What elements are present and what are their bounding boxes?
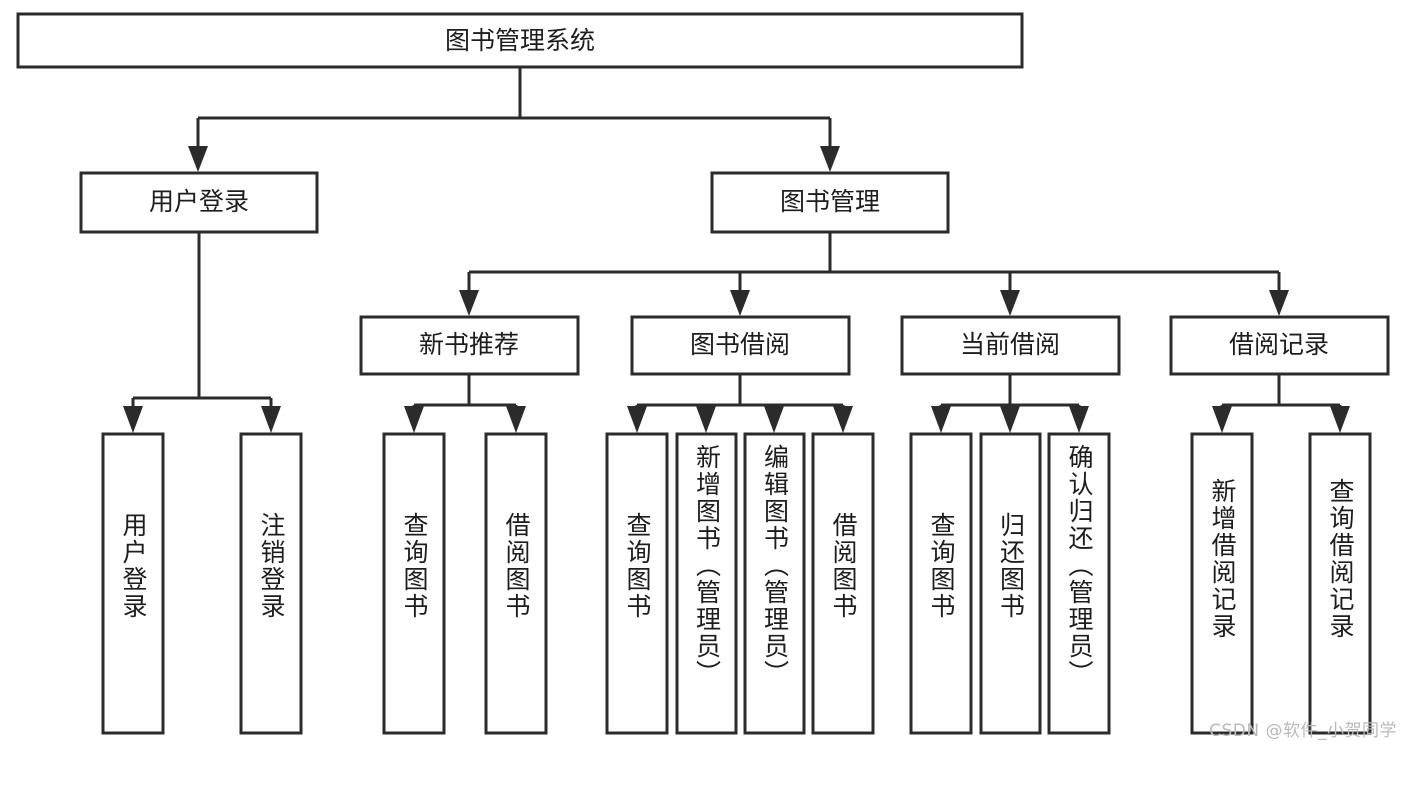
arrow-head-bb-1 bbox=[627, 406, 647, 433]
arrow-head-nb-1 bbox=[404, 406, 424, 433]
leaf-box-borrow-2[interactable] bbox=[675, 432, 738, 735]
node-new-book-recommend-box[interactable] bbox=[359, 315, 580, 376]
connector-current-to-leaves bbox=[931, 374, 1089, 433]
arrow-head-bb-3 bbox=[764, 406, 784, 433]
connector-borrow-to-leaves bbox=[627, 374, 853, 433]
leaf-box-borrow-4[interactable] bbox=[811, 432, 875, 735]
node-book-management-box[interactable] bbox=[710, 171, 950, 234]
arrow-head-new-book bbox=[459, 290, 479, 316]
connector-new-book-to-leaves bbox=[404, 374, 526, 433]
node-book-borrow[interactable]: 图书借阅 bbox=[630, 315, 851, 376]
arrow-head-rb-2 bbox=[1330, 406, 1350, 433]
leaf-box-current-2[interactable] bbox=[979, 432, 1042, 735]
node-borrow-records-box[interactable] bbox=[1169, 315, 1390, 376]
node-book-management-label: 图书管理 bbox=[780, 187, 880, 216]
arrow-head-user-login bbox=[188, 146, 208, 172]
arrow-head-cb-1 bbox=[931, 406, 951, 433]
connector-records-to-leaves bbox=[1212, 374, 1350, 433]
node-root[interactable]: 图书管理系统 bbox=[16, 12, 1024, 69]
node-borrow-records-label: 借阅记录 bbox=[1229, 330, 1329, 359]
leaf-box-user-login-1[interactable] bbox=[101, 432, 165, 735]
leaf-box-current-3[interactable] bbox=[1047, 432, 1111, 735]
node-current-borrow-label: 当前借阅 bbox=[960, 330, 1060, 359]
watermark: CSDN @软件_小贺同学 bbox=[1209, 721, 1397, 741]
connector-user-login-to-leaves bbox=[123, 232, 281, 433]
connector-root-to-level2 bbox=[188, 67, 840, 172]
arrow-head-book-mgmt bbox=[820, 146, 840, 172]
leaf-box-new-book-1[interactable] bbox=[382, 432, 446, 735]
leaf-box-records-2[interactable] bbox=[1308, 432, 1372, 735]
node-current-borrow[interactable]: 当前借阅 bbox=[900, 315, 1121, 376]
arrow-head-nb-2 bbox=[506, 406, 526, 433]
node-borrow-records[interactable]: 借阅记录 bbox=[1169, 315, 1390, 376]
arrow-head-cb-3 bbox=[1069, 406, 1089, 433]
leaf-box-borrow-3[interactable] bbox=[743, 432, 806, 735]
node-root-box[interactable] bbox=[16, 12, 1024, 69]
leaf-box-current-1[interactable] bbox=[909, 432, 973, 735]
node-new-book-recommend-label: 新书推荐 bbox=[419, 330, 519, 359]
arrow-head-bb-4 bbox=[833, 406, 853, 433]
tree-svg: 图书管理系统 用户登录 图书管理 bbox=[16, 12, 1390, 735]
leaf-box-borrow-1[interactable] bbox=[605, 432, 669, 735]
leaf-box-user-login-2[interactable] bbox=[239, 432, 303, 735]
node-book-borrow-label: 图书借阅 bbox=[690, 330, 790, 359]
leaf-box-records-1[interactable] bbox=[1190, 432, 1254, 735]
arrow-head-ul-1 bbox=[123, 406, 143, 433]
arrow-head-borrow bbox=[730, 290, 750, 316]
arrow-head-ul-2 bbox=[261, 406, 281, 433]
arrow-head-rb-1 bbox=[1212, 406, 1232, 433]
leaf-box-new-book-2[interactable] bbox=[484, 432, 548, 735]
node-user-login[interactable]: 用户登录 bbox=[79, 171, 319, 234]
node-user-login-label: 用户登录 bbox=[149, 187, 249, 216]
arrow-head-bb-2 bbox=[696, 406, 716, 433]
node-new-book-recommend[interactable]: 新书推荐 bbox=[359, 315, 580, 376]
node-book-management[interactable]: 图书管理 bbox=[710, 171, 950, 234]
node-root-label: 图书管理系统 bbox=[445, 26, 595, 55]
node-book-borrow-box[interactable] bbox=[630, 315, 851, 376]
arrow-head-current bbox=[1000, 290, 1020, 316]
arrow-head-records bbox=[1269, 290, 1289, 316]
diagram-canvas: 图书管理系统 用户登录 图书管理 bbox=[16, 12, 1397, 741]
node-current-borrow-box[interactable] bbox=[900, 315, 1121, 376]
connector-book-mgmt-to-level3 bbox=[459, 232, 1289, 316]
arrow-head-cb-2 bbox=[1000, 406, 1020, 433]
